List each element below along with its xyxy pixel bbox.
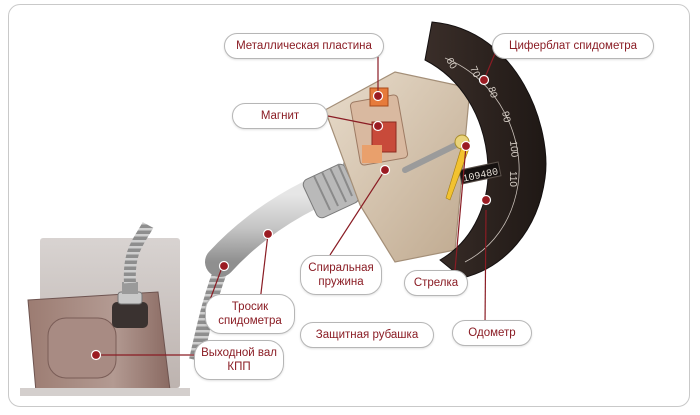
label-gearbox-output-shaft: Выходной вал КПП [194,340,284,380]
label-speedometer-dial: Циферблат спидометра [492,33,654,59]
marker-magnet [372,120,384,132]
label-metal-plate: Металлическая пластина [224,33,384,59]
label-odometer: Одометр [452,320,532,346]
leader-lines [98,50,497,356]
marker-odometer [480,194,492,206]
label-needle: Стрелка [404,270,468,296]
marker-spiral-spring [379,164,391,176]
dial-mark-100: 100 [507,140,520,158]
dial-mark-90: 90 [499,110,512,124]
dial-mark-70: 70 [467,65,482,80]
marker-protective-jacket [262,228,274,240]
marker-metal-plate [372,90,384,102]
gearbox-housing [20,238,190,396]
point-markers [90,74,492,361]
label-protective-jacket: Защитная рубашка [300,322,434,348]
output-shaft-nut [112,282,148,328]
marker-speedometer-dial [478,74,490,86]
marker-speedometer-cable [218,260,230,272]
label-speedometer-cable: Тросик спидометра [205,294,295,334]
label-spiral-spring: Спиральная пружина [300,255,382,295]
dial-mark-60: 60 [443,56,458,72]
speedometer-dial: 60 70 80 90 100 110 109480 [424,21,547,279]
label-magnet: Магнит [232,103,328,129]
protective-jacket [205,180,325,277]
armored-cable-lower [123,222,154,284]
marker-needle [460,140,472,152]
dial-mark-80: 80 [485,86,499,100]
marker-output-shaft [90,349,102,361]
dial-mark-110: 110 [507,171,518,187]
